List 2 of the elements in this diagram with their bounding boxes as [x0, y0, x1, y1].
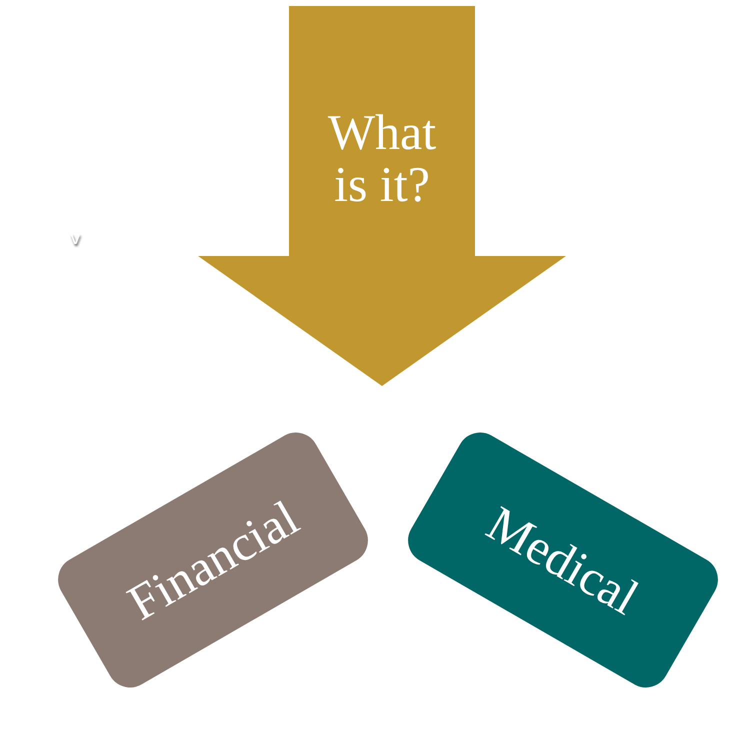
node-label: What is it?: [326, 106, 438, 210]
stray-letter: v: [70, 228, 81, 249]
